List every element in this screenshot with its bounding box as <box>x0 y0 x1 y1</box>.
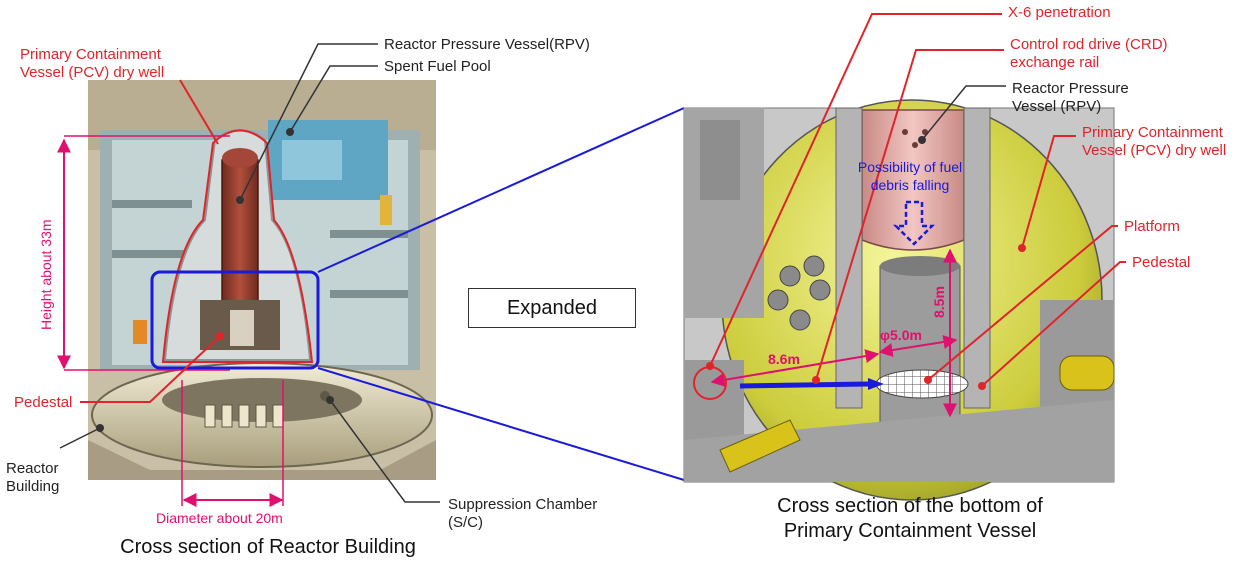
caption-left: Cross section of Reactor Building <box>120 536 416 558</box>
caption-right: Cross section of the bottom of Primary C… <box>777 495 1043 542</box>
pedestal-diameter-dimension <box>878 335 958 357</box>
label-x6-penetration: X-6 penetration <box>1008 4 1111 21</box>
label-height: Height about 33m <box>38 219 54 330</box>
label-spent-fuel-pool: Spent Fuel Pool <box>384 58 491 75</box>
fuel-debris-arrow <box>892 200 936 246</box>
leader-crd-rail <box>815 49 1004 381</box>
label-diameter: Diameter about 20m <box>156 510 283 526</box>
label-platform: Platform <box>1124 218 1180 235</box>
expanded-label: Expanded <box>468 288 636 328</box>
leader-pedestal-left <box>80 335 221 403</box>
expanded-region-box <box>150 270 320 370</box>
label-rpv-left: Reactor Pressure Vessel(RPV) <box>384 36 590 53</box>
pedestal-diameter-label: φ5.0m <box>880 327 922 343</box>
leader-sfp-left <box>289 65 378 133</box>
label-suppression-chamber: Suppression Chamber (S/C) <box>448 496 598 531</box>
leader-rpv-right <box>921 85 1006 141</box>
leader-pedestal-right <box>981 261 1126 387</box>
expand-connector-top <box>317 107 685 273</box>
reactor-building-illustration <box>88 80 436 480</box>
label-reactor-building: Reactor Building <box>6 460 60 495</box>
expand-connector-bottom <box>317 367 685 481</box>
leader-x6 <box>709 13 1002 367</box>
rail-length-label: 8.6m <box>768 351 800 367</box>
label-rpv-right: Reactor Pressure Vessel (RPV) <box>1012 80 1129 115</box>
rail-length-dimension <box>710 349 880 387</box>
leader-pcv-left <box>179 79 219 145</box>
leader-sc-left <box>329 399 440 503</box>
leader-platform <box>927 225 1118 381</box>
label-pcv-dry-well-right: Primary Containment Vessel (PCV) dry wel… <box>1082 124 1227 159</box>
leader-building-left <box>59 427 101 449</box>
label-fuel-debris: Possibility of fuel debris falling <box>857 159 963 193</box>
label-crd-rail: Control rod drive (CRD) exchange rail <box>1010 36 1168 71</box>
label-pedestal-right: Pedestal <box>1132 254 1191 271</box>
leader-rpv-left <box>239 43 378 201</box>
pcv-bottom-illustration <box>683 99 1115 501</box>
leader-pcv-right <box>1021 135 1076 249</box>
label-pcv-dry-well-left: Primary Containment Vessel (PCV) dry wel… <box>20 46 165 81</box>
pedestal-height-label: 8.5m <box>931 286 947 318</box>
label-pedestal-left: Pedestal <box>14 394 73 411</box>
pcv-outline-highlight <box>161 129 314 363</box>
